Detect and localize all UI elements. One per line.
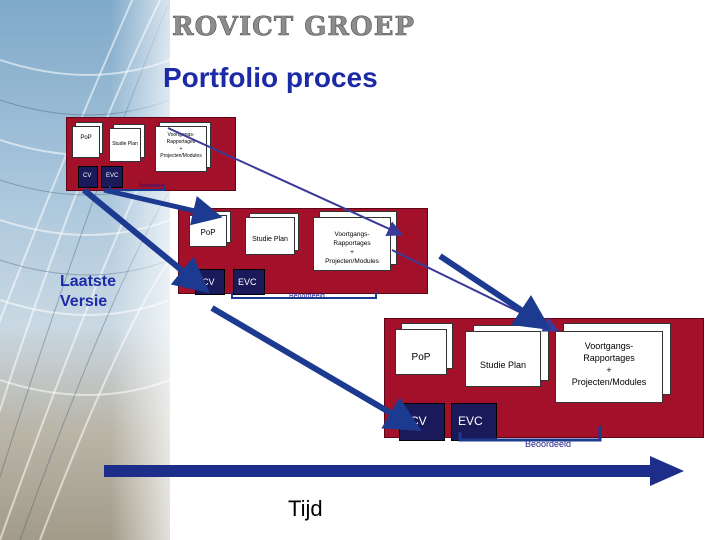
- stage-1-panel: PoP Studie Plan Voortgangs-Rapportages+P…: [66, 117, 236, 191]
- evc-label: EVC: [238, 277, 257, 287]
- voortgang-label: Voortgangs-Rapportages+Projecten/Modules: [571, 341, 647, 387]
- evc-document: EVC: [233, 269, 265, 295]
- studieplan-document: Studie Plan: [465, 331, 541, 387]
- time-axis-label: Tijd: [288, 496, 323, 521]
- stage-3-panel: PoP Studie Plan Voortgangs-Rapportages+P…: [384, 318, 704, 449]
- studieplan-document: Studie Plan: [245, 217, 295, 255]
- arrow-stage-2-3: [438, 253, 551, 330]
- timeline-arrowhead: [650, 456, 684, 486]
- arrow-pop-1-2: [103, 187, 223, 226]
- pop-document: PoP: [72, 126, 100, 158]
- cv-label: CV: [83, 173, 92, 179]
- pop-label: PoP: [200, 228, 216, 237]
- page-title: Portfolio proces: [163, 62, 378, 93]
- brand-logo-text: ROVICT GROEP: [172, 12, 416, 43]
- voortgang-document: Voortgangs-Rapportages+Projecten/Modules: [313, 217, 391, 271]
- pop-document: PoP: [395, 329, 447, 375]
- pop-label: PoP: [411, 352, 431, 363]
- beoordeeld-label: Beoordeeld: [139, 183, 165, 189]
- cv-document: CV: [78, 166, 98, 188]
- voortgang-document: Voortgangs-Rapportages+Projecten/Modules: [555, 331, 663, 403]
- arrow-cv-1-2: [82, 187, 210, 294]
- studieplan-document: Studie Plan: [109, 128, 141, 162]
- studieplan-label: Studie Plan: [252, 236, 288, 243]
- beoordeeld-label: Beoordeeld: [525, 439, 572, 449]
- beoordeeld-bracket-2: [231, 292, 377, 299]
- beoordeeld-bracket-3: [458, 426, 602, 442]
- beoordeeld-bracket-1: [109, 186, 165, 191]
- studieplan-label: Studie Plan: [112, 141, 138, 147]
- voortgang-label: Voortgangs-Rapportages+Projecten/Modules: [325, 231, 379, 265]
- arrow-voortgang-1-2: [167, 127, 404, 236]
- evc-document: EVC: [101, 166, 123, 188]
- beoordeeld-label: Beoordeeld: [289, 293, 325, 300]
- pop-label: PoP: [80, 135, 92, 141]
- evc-label: EVC: [458, 414, 483, 428]
- arrow-cv-2-3: [210, 305, 422, 432]
- evc-label: EVC: [106, 173, 119, 179]
- studieplan-label: Studie Plan: [479, 360, 527, 370]
